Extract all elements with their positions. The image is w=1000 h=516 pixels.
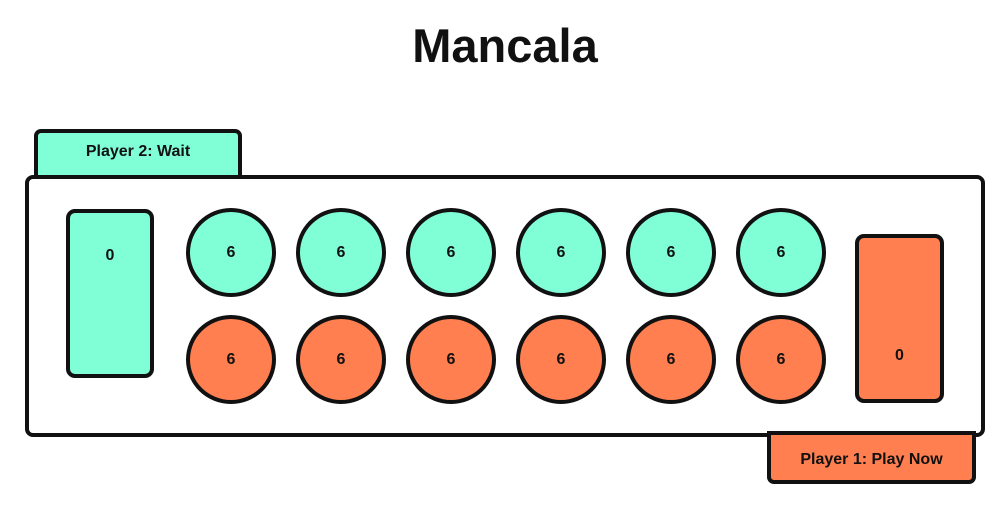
pit-count: 6 xyxy=(446,350,456,368)
player-1-store-count: 0 xyxy=(895,347,904,364)
player-1-pit-2[interactable]: 6 xyxy=(296,315,386,404)
pit-count: 6 xyxy=(556,350,566,368)
pit-count: 6 xyxy=(336,243,346,261)
player-1-pit-6[interactable]: 6 xyxy=(736,315,826,404)
player-1-pit-4[interactable]: 6 xyxy=(516,315,606,404)
player-2-pit-6[interactable]: 6 xyxy=(736,208,826,297)
pit-count: 6 xyxy=(226,243,236,261)
pit-count: 6 xyxy=(776,243,786,261)
player-2-store-count: 0 xyxy=(105,247,115,264)
pit-count: 6 xyxy=(666,350,676,368)
player-2-pit-2[interactable]: 6 xyxy=(296,208,386,297)
player-1-store: 0 xyxy=(855,234,944,403)
player-2-pit-1[interactable]: 6 xyxy=(186,208,276,297)
player-2-store: 0 xyxy=(66,209,154,378)
mancala-board xyxy=(25,175,985,437)
pit-count: 6 xyxy=(446,243,456,261)
pit-count: 6 xyxy=(776,350,786,368)
pit-count: 6 xyxy=(556,243,566,261)
player-1-pit-5[interactable]: 6 xyxy=(626,315,716,404)
player-2-pit-3[interactable]: 6 xyxy=(406,208,496,297)
player-1-pit-3[interactable]: 6 xyxy=(406,315,496,404)
player-1-status-tab: Player 1: Play Now xyxy=(767,431,976,484)
player-2-status-tab: Player 2: Wait xyxy=(34,129,242,179)
pit-count: 6 xyxy=(666,243,676,261)
player-2-pit-5[interactable]: 6 xyxy=(626,208,716,297)
player-1-pit-1[interactable]: 6 xyxy=(186,315,276,404)
pit-count: 6 xyxy=(336,350,346,368)
player-2-pit-4[interactable]: 6 xyxy=(516,208,606,297)
pit-count: 6 xyxy=(226,350,236,368)
page-title: Mancala xyxy=(412,19,598,72)
